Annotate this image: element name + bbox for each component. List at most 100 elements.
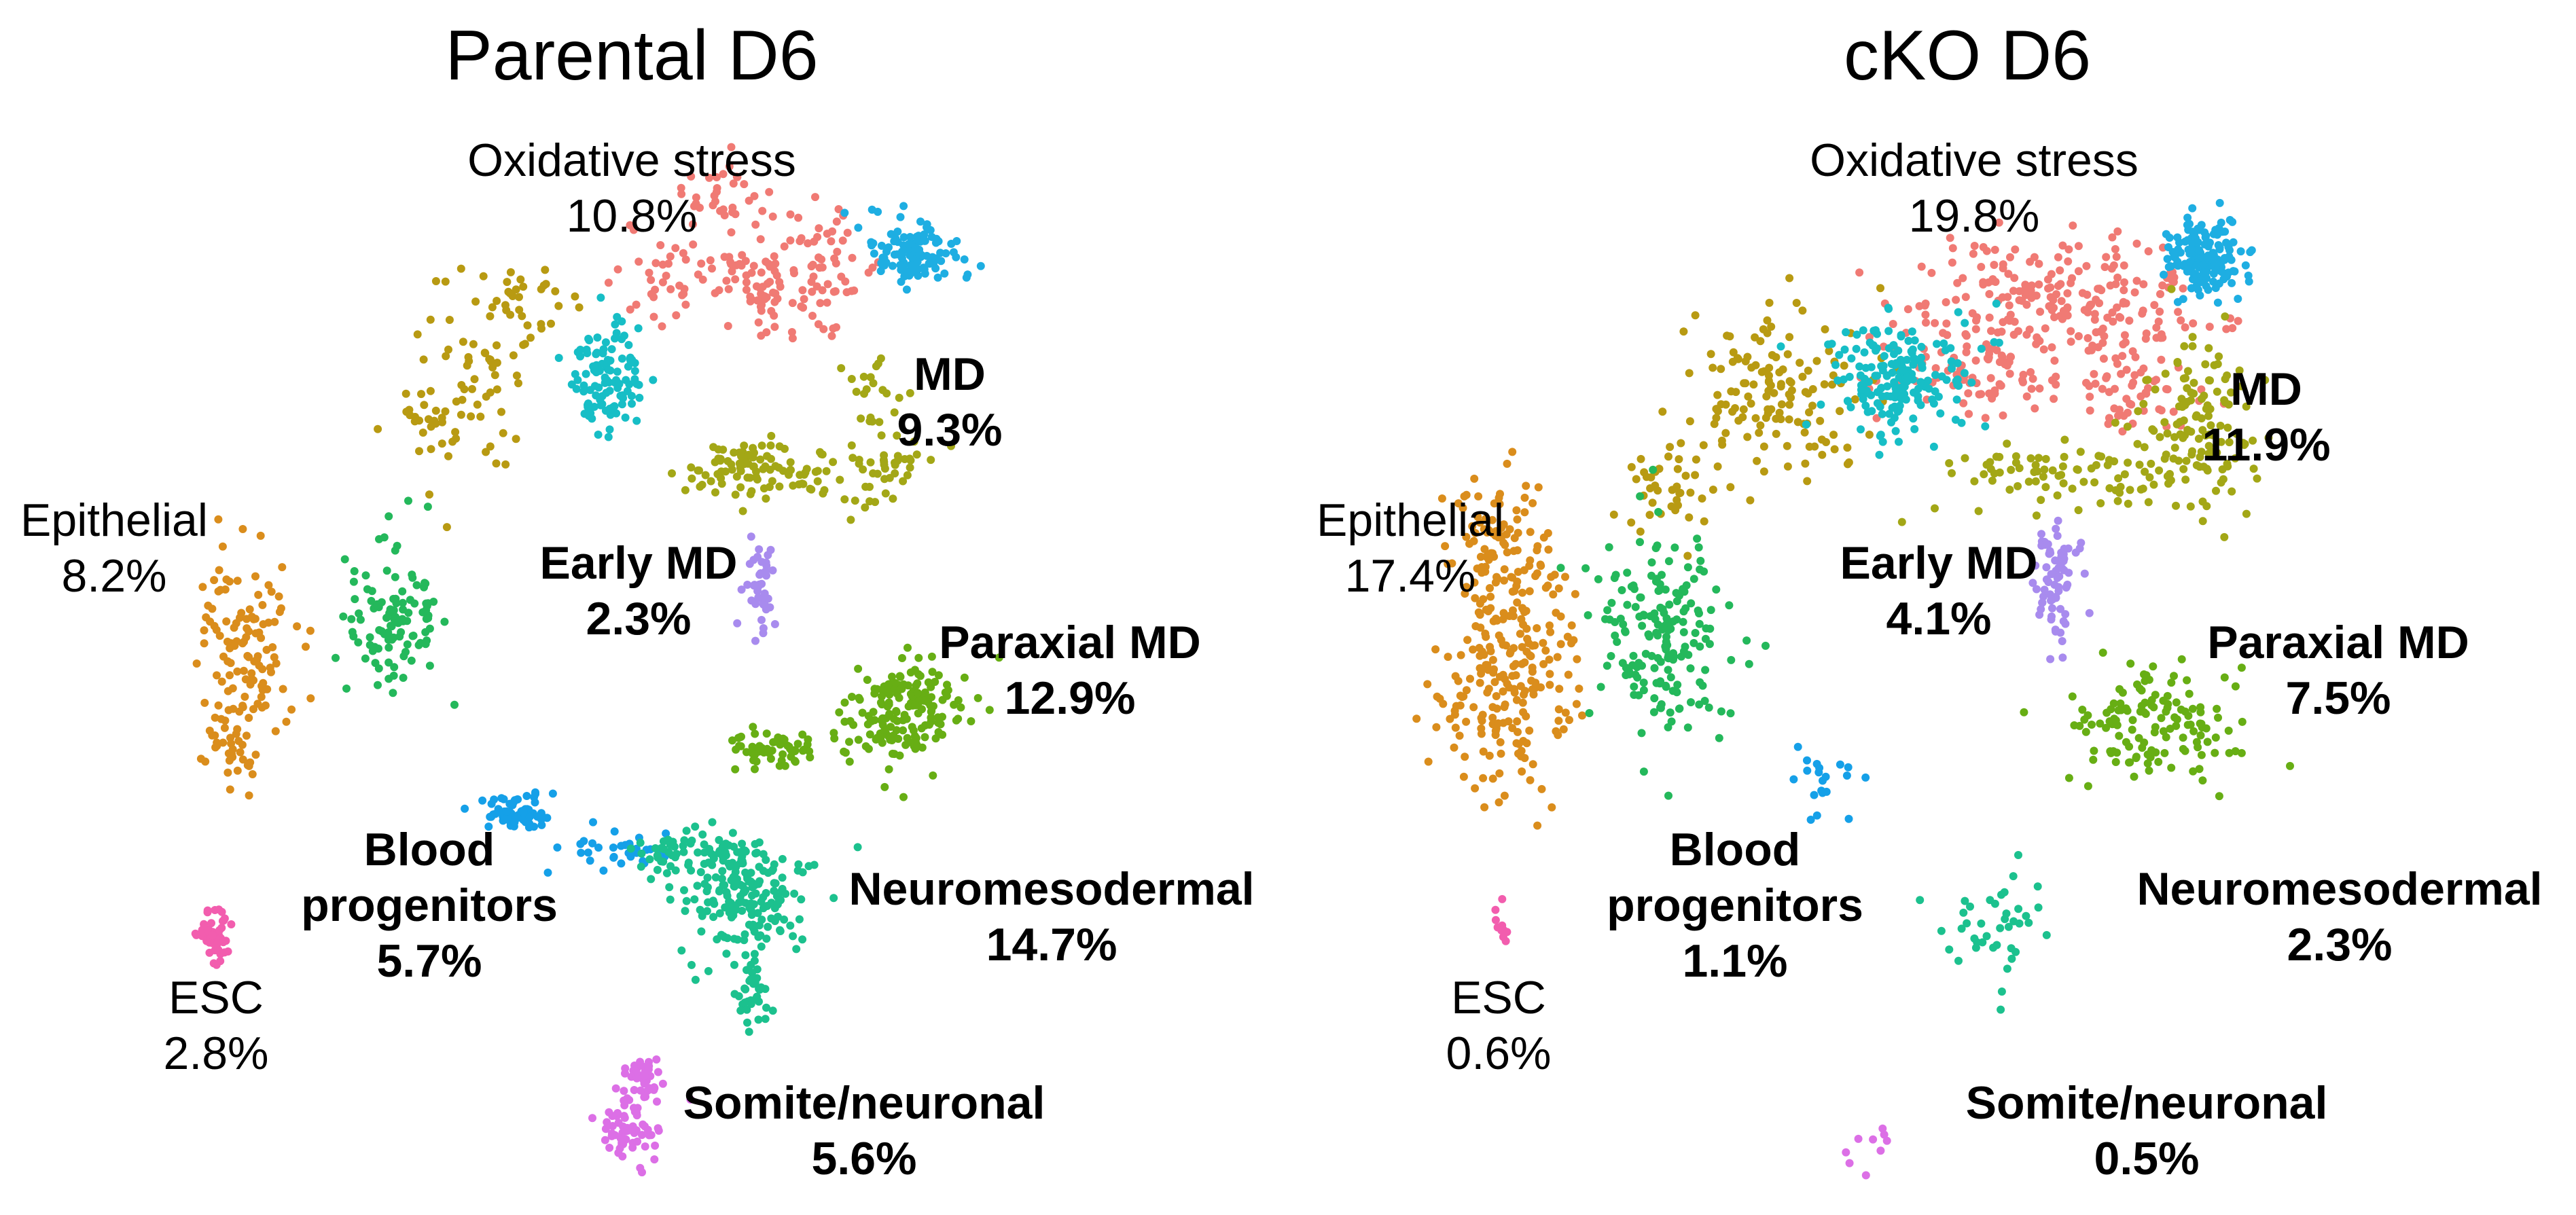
cell-point	[914, 236, 923, 245]
cluster-esc	[1491, 894, 1511, 945]
cell-point	[985, 706, 994, 714]
cell-point	[762, 729, 771, 738]
cell-point	[264, 581, 273, 590]
cell-point	[747, 487, 756, 496]
cell-point	[1757, 367, 1766, 376]
cell-point	[1519, 708, 1528, 717]
cell-point	[1584, 611, 1592, 619]
cell-point	[680, 886, 688, 894]
cell-point	[1700, 517, 1709, 526]
cell-point	[1561, 708, 1570, 717]
cell-point	[2196, 731, 2205, 740]
cell-point	[1459, 504, 1467, 512]
cell-point	[251, 629, 260, 638]
cell-point	[659, 857, 668, 866]
cell-point	[1689, 575, 1698, 583]
cell-point	[1961, 896, 1969, 905]
cell-point	[1812, 759, 1821, 768]
cell-point	[2047, 570, 2056, 579]
cell-point	[1497, 636, 1505, 645]
cell-point	[1959, 399, 1968, 407]
cell-point	[751, 600, 760, 609]
cell-point	[848, 454, 857, 463]
cell-point	[387, 622, 396, 631]
cell-point	[196, 755, 205, 763]
cell-point	[1656, 603, 1665, 612]
cell-point	[2198, 776, 2207, 785]
cell-point	[757, 615, 766, 624]
cell-point	[2090, 478, 2099, 487]
cell-point	[2040, 585, 2049, 594]
cell-point	[1471, 784, 1480, 793]
cell-point	[2209, 277, 2217, 286]
cell-point	[2036, 308, 2045, 316]
cell-point	[609, 844, 618, 852]
cell-point	[947, 441, 955, 450]
cell-point	[594, 844, 603, 852]
cell-point	[2225, 748, 2234, 757]
cell-point	[2050, 357, 2059, 365]
cell-point	[2003, 439, 2011, 448]
cell-point	[759, 629, 768, 638]
cell-point	[1526, 776, 1535, 784]
cell-point	[2204, 376, 2213, 384]
cell-point	[780, 242, 789, 251]
cell-point	[1783, 462, 1792, 471]
label-name: Epithelial	[20, 494, 208, 546]
cell-point	[728, 736, 736, 745]
cell-point	[2087, 300, 2096, 309]
cell-point	[869, 469, 878, 477]
cell-point	[794, 860, 803, 869]
cell-point	[725, 897, 734, 906]
cell-point	[900, 272, 909, 280]
cell-point	[410, 417, 419, 426]
cell-point	[423, 503, 432, 511]
cell-point	[1500, 565, 1509, 574]
cell-point	[764, 922, 772, 931]
cell-point	[727, 143, 736, 151]
cell-point	[2240, 441, 2249, 450]
cell-point	[893, 250, 901, 259]
cell-point	[2160, 270, 2168, 279]
cell-point	[2221, 312, 2230, 321]
cell-point	[2237, 382, 2246, 391]
cell-point	[767, 431, 776, 440]
cell-point	[1514, 528, 1522, 537]
cell-point	[1564, 670, 1573, 679]
cell-point	[755, 545, 764, 554]
cell-point	[893, 431, 901, 440]
cell-point	[1755, 429, 1764, 437]
cell-point	[730, 448, 738, 457]
cell-point	[831, 259, 840, 268]
cell-point	[1945, 459, 1954, 467]
cell-point	[1554, 705, 1563, 714]
cell-point	[828, 227, 837, 236]
cell-point	[2115, 312, 2124, 321]
cell-point	[1803, 766, 1812, 775]
cell-point	[854, 223, 863, 232]
cell-point	[601, 1136, 609, 1144]
label-name: Neuromesodermal	[2136, 863, 2543, 915]
cell-point	[223, 637, 232, 646]
label-percent: 0.5%	[2094, 1133, 2200, 1184]
cell-point	[243, 651, 252, 660]
cell-point	[1656, 704, 1665, 712]
cell-point	[1746, 496, 1755, 505]
cell-point	[1903, 305, 1912, 314]
cell-point	[339, 612, 348, 621]
cell-point	[2094, 285, 2103, 293]
cell-point	[1985, 313, 1994, 322]
cell-point	[2119, 297, 2128, 306]
cell-point	[589, 818, 597, 827]
cell-point	[2180, 342, 2189, 350]
cell-point	[789, 266, 798, 274]
cell-point	[711, 458, 719, 467]
cell-point	[615, 1144, 624, 1153]
cell-point	[1910, 355, 1919, 364]
cell-point	[787, 466, 795, 475]
cell-point	[2149, 662, 2158, 671]
cell-point	[2132, 754, 2141, 763]
cell-point	[745, 1028, 753, 1036]
cell-point	[1677, 439, 1685, 448]
cell-point	[1528, 668, 1537, 676]
